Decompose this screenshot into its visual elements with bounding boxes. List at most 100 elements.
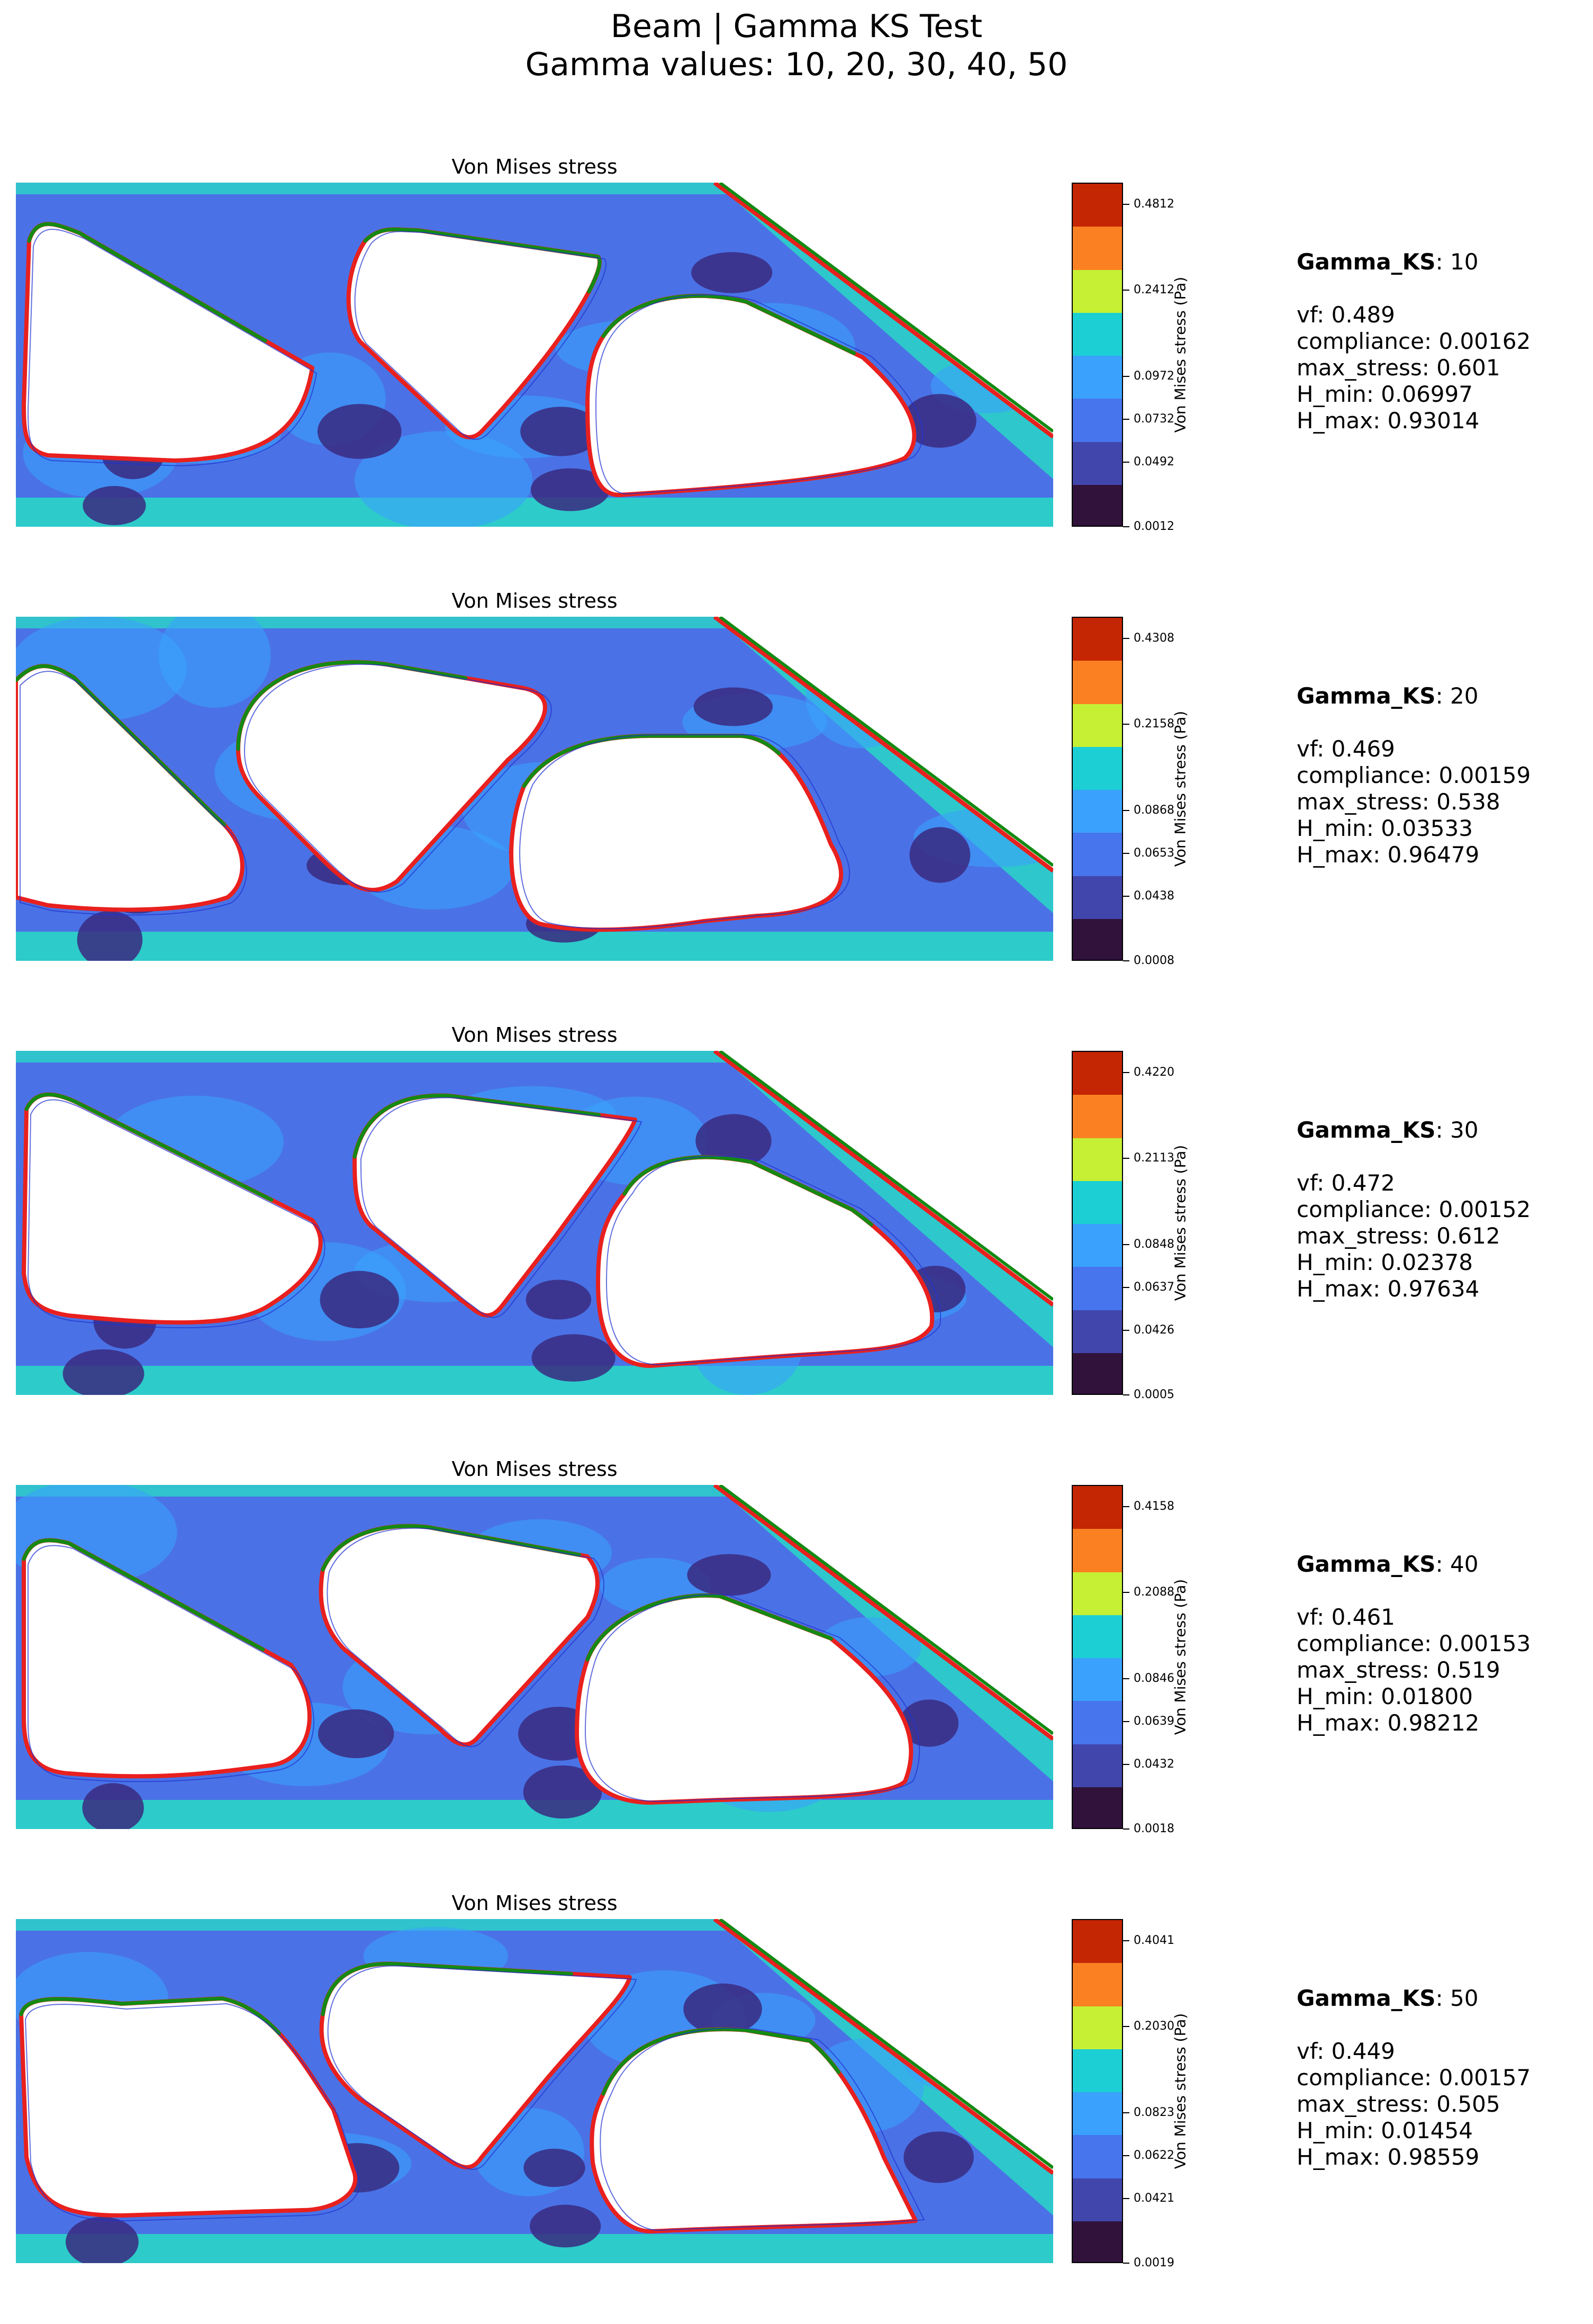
colorbar-tick-mark xyxy=(1123,1592,1129,1593)
stat-compliance: compliance: 0.00159 xyxy=(1297,762,1531,788)
colorbar-level xyxy=(1073,2092,1122,2136)
stress-plot xyxy=(16,1919,1053,2263)
colorbar-tick-mark xyxy=(1123,203,1129,205)
colorbar-tick-mark xyxy=(1123,1721,1129,1722)
colorbar-level xyxy=(1073,356,1122,400)
colorbar-label-text: Von Mises stress (Pa) xyxy=(1171,1579,1189,1735)
stats-spacer xyxy=(1297,2012,1531,2038)
stress-plot xyxy=(16,183,1053,527)
stress-region-low xyxy=(903,2131,974,2183)
colorbar-tick-mark xyxy=(1123,526,1129,527)
template-outline xyxy=(327,1527,604,1747)
panel-title: Von Mises stress xyxy=(451,589,618,612)
colorbar-level xyxy=(1073,1658,1122,1702)
stress-region-low xyxy=(691,252,773,293)
colorbar-level xyxy=(1073,2221,1122,2262)
colorbar-tick-label: 0.4158 xyxy=(1134,1499,1174,1513)
gamma-ks-line: Gamma_KS: 50 xyxy=(1297,1985,1531,2012)
colorbar-tick-label: 0.0008 xyxy=(1134,954,1174,967)
template-outline xyxy=(519,734,850,930)
stat-vf: vf: 0.461 xyxy=(1297,1604,1395,1630)
stat-vf: vf: 0.489 xyxy=(1297,302,1395,328)
stress-region-low xyxy=(77,911,143,961)
void-region xyxy=(592,2029,916,2231)
panel-title: Von Mises stress xyxy=(451,155,618,178)
colorbar-tick-label: 0.0421 xyxy=(1134,2192,1174,2205)
colorbar-level xyxy=(1073,2135,1122,2179)
template-outline xyxy=(24,2003,360,2222)
colorbar-level xyxy=(1073,790,1122,834)
diagonal-boundary-green xyxy=(719,617,1053,867)
colorbar-tick-mark xyxy=(1123,2155,1129,2156)
figure-title-line2: Gamma values: 10, 20, 30, 40, 50 xyxy=(525,46,1068,83)
colorbar-level xyxy=(1073,618,1122,662)
colorbar xyxy=(1072,617,1123,961)
colorbar-level xyxy=(1073,1787,1122,1828)
stat-vf: vf: 0.472 xyxy=(1297,1170,1395,1196)
colorbar-tick-label: 0.0972 xyxy=(1134,369,1174,383)
colorbar-level xyxy=(1073,876,1122,920)
stress-band-bottom xyxy=(16,498,1053,527)
gamma-ks-label: Gamma_KS xyxy=(1297,1551,1436,1577)
colorbar-tick-mark xyxy=(1123,1330,1129,1331)
colorbar-level xyxy=(1073,1052,1122,1096)
stress-region-low xyxy=(526,1280,592,1320)
stats-spacer xyxy=(1297,709,1531,736)
template-outline xyxy=(20,671,247,916)
void-region xyxy=(348,229,600,437)
stress-region-low xyxy=(82,1783,144,1829)
colorbar-tick-mark xyxy=(1123,418,1129,420)
colorbar-tick-label: 0.0018 xyxy=(1134,1822,1174,1835)
colorbar-tick-label: 0.4812 xyxy=(1134,197,1174,211)
stat-max-stress: max_stress: 0.519 xyxy=(1297,1657,1500,1683)
template-outline xyxy=(243,663,552,893)
colorbar-level xyxy=(1073,2178,1122,2222)
hole-boundary-green xyxy=(509,734,843,932)
colorbar-tick-label: 0.2030 xyxy=(1134,2020,1174,2033)
void-region xyxy=(587,295,915,495)
stat-h-max: H_max: 0.98559 xyxy=(1297,2144,1480,2170)
diagonal-boundary-red xyxy=(713,1485,1053,1741)
colorbar xyxy=(1072,1051,1123,1395)
template-outline xyxy=(360,1097,642,1318)
void-region xyxy=(16,666,242,910)
colorbar-level xyxy=(1073,1224,1122,1268)
colorbar-tick-mark xyxy=(1123,1828,1129,1830)
stress-region-moderate xyxy=(158,617,271,708)
colorbar-label-text: Von Mises stress (Pa) xyxy=(1171,1145,1189,1301)
colorbar-label-text: Von Mises stress (Pa) xyxy=(1171,710,1189,867)
gamma-ks-label: Gamma_KS xyxy=(1297,249,1436,275)
panel-title: Von Mises stress xyxy=(451,1457,618,1481)
colorbar-level xyxy=(1073,1744,1122,1788)
colorbar-level xyxy=(1073,399,1122,443)
colorbar-tick-mark xyxy=(1123,1940,1129,1941)
colorbar-level xyxy=(1073,184,1122,228)
stat-h-min: H_min: 0.01454 xyxy=(1297,2118,1473,2143)
hole-boundary-green xyxy=(596,1155,934,1368)
stat-vf: vf: 0.469 xyxy=(1297,736,1395,762)
stress-region-low xyxy=(318,1709,394,1759)
colorbar-level xyxy=(1073,1267,1122,1311)
stat-h-max: H_max: 0.97634 xyxy=(1297,1276,1480,1302)
colorbar-tick-mark xyxy=(1123,1764,1129,1765)
stat-max-stress: max_stress: 0.538 xyxy=(1297,789,1500,815)
colorbar xyxy=(1072,1919,1123,2263)
stat-max-stress: max_stress: 0.505 xyxy=(1297,2091,1500,2117)
stats-block: Gamma_KS: 40 vf: 0.461 compliance: 0.001… xyxy=(1297,1551,1531,1736)
stats-spacer xyxy=(1297,275,1531,302)
colorbar-label: Von Mises stress (Pa) xyxy=(1164,1485,1196,1829)
stress-plot-svg xyxy=(16,617,1053,961)
colorbar-level xyxy=(1073,1486,1122,1530)
stats-spacer xyxy=(1297,1578,1531,1604)
colorbar-tick-mark xyxy=(1123,290,1129,291)
colorbar-label: Von Mises stress (Pa) xyxy=(1164,1919,1196,2263)
colorbar-tick-label: 0.0492 xyxy=(1134,455,1174,469)
colorbar-tick-mark xyxy=(1123,1286,1129,1288)
panel-title: Von Mises stress xyxy=(451,1023,618,1047)
hole-boundary-green xyxy=(236,660,547,892)
